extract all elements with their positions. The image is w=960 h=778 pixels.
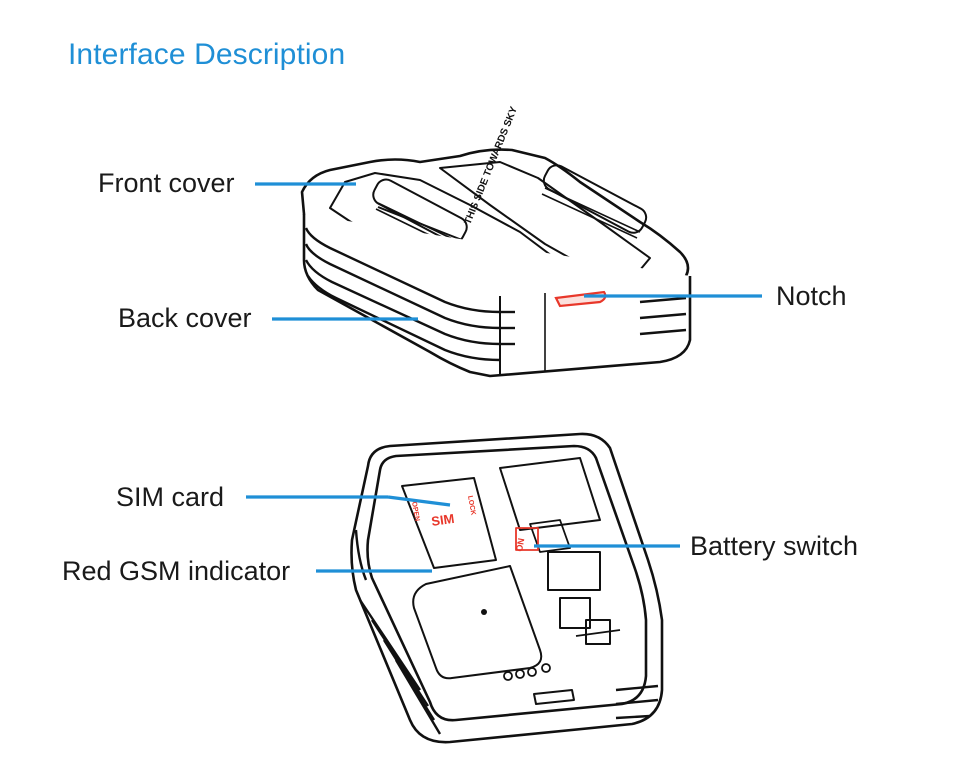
open-marking: OPEN <box>410 501 420 522</box>
label-battery-switch: Battery switch <box>690 531 859 561</box>
callout-line-sim-card-b <box>387 495 451 507</box>
bottom-left-ribs <box>354 529 442 735</box>
label-front-cover: Front cover <box>98 168 235 198</box>
closed-device: THIS SIDE TOWARDS SKY <box>300 105 692 378</box>
callout-lines <box>246 182 762 573</box>
label-notch: Notch <box>776 281 847 311</box>
label-sim-card: SIM card <box>116 482 225 512</box>
top-vent-right <box>542 164 648 234</box>
label-back-cover: Back cover <box>118 303 252 333</box>
on-marking: ON <box>514 537 526 552</box>
lock-marking: LOCK <box>466 495 476 516</box>
page-title: Interface Description <box>68 38 346 71</box>
sim-marking: SIM <box>430 511 455 529</box>
label-red-gsm-indicator: Red GSM indicator <box>62 556 291 586</box>
right-ribs <box>500 296 687 346</box>
open-device <box>350 432 664 744</box>
left-ribs <box>304 227 501 362</box>
